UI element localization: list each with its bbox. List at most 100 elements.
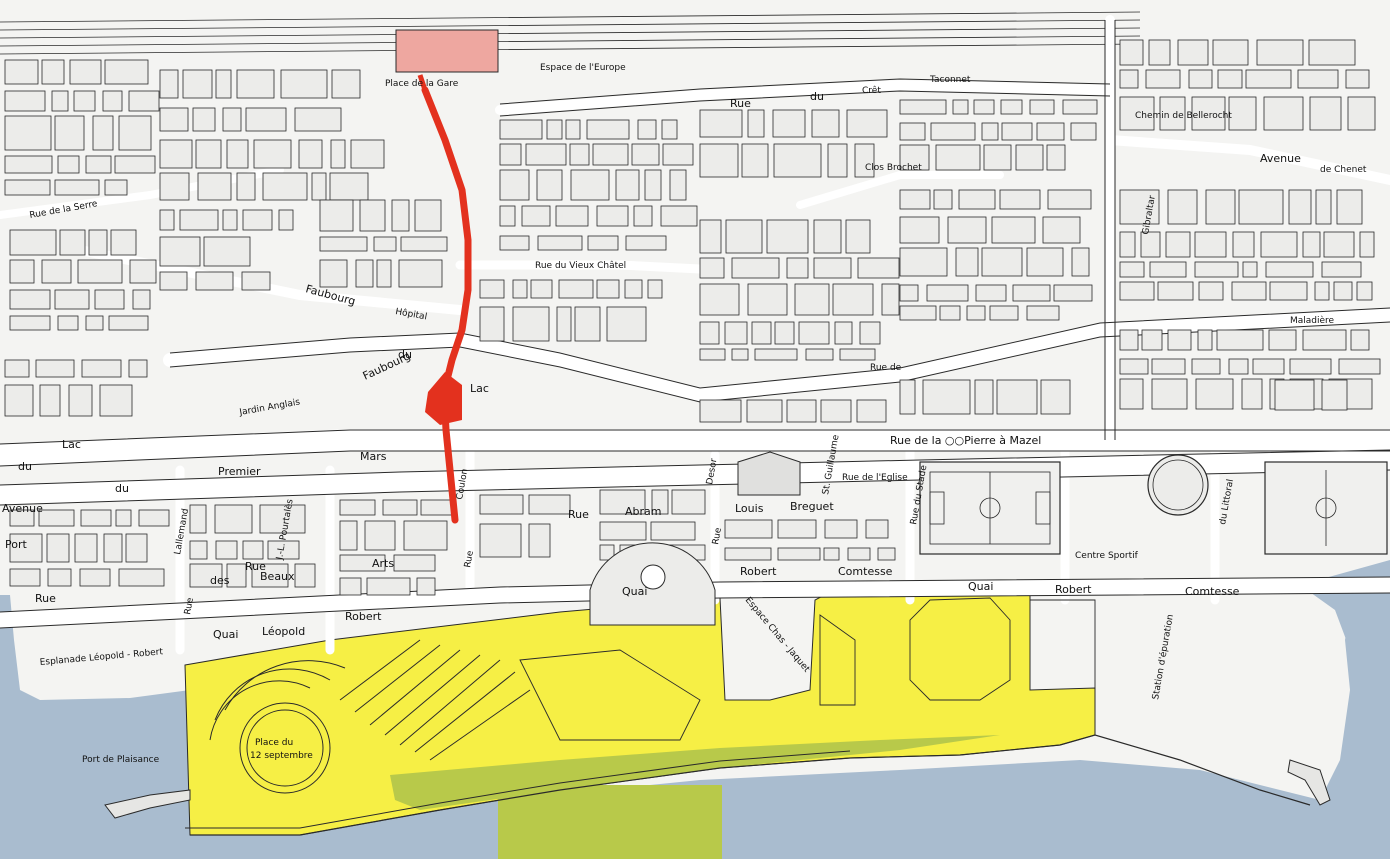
city-block <box>242 209 273 231</box>
city-block <box>647 279 663 299</box>
city-block <box>521 205 551 227</box>
city-block <box>669 169 687 201</box>
label-premier: Premier <box>218 465 261 478</box>
label-chemin-bellerocht: Chemin de Bellerocht <box>1135 111 1232 121</box>
city-block <box>631 143 660 166</box>
city-block <box>88 229 108 256</box>
label-robert-q: Robert <box>345 610 382 623</box>
city-block <box>182 69 213 99</box>
city-block <box>102 90 123 112</box>
city-block <box>834 321 853 345</box>
label-taconnet: Taconnet <box>929 75 971 85</box>
city-block <box>195 271 234 291</box>
city-block <box>215 69 232 99</box>
city-block <box>935 144 981 171</box>
city-block <box>267 540 300 560</box>
city-block <box>1269 281 1308 301</box>
city-block <box>1212 39 1249 66</box>
city-block <box>330 139 346 169</box>
city-block <box>1159 96 1186 131</box>
city-block <box>881 283 900 316</box>
city-block <box>899 247 948 277</box>
yellow-zone-details <box>519 597 1096 741</box>
city-block <box>1141 329 1163 351</box>
city-block <box>298 139 323 169</box>
label-quai-leopold: Quai <box>213 628 238 641</box>
city-block <box>1345 69 1370 89</box>
city-block <box>393 554 436 572</box>
railway-station <box>395 29 499 73</box>
city-block <box>51 90 69 112</box>
city-block <box>856 399 887 423</box>
city-block <box>311 172 327 201</box>
city-block <box>222 107 242 132</box>
city-block <box>203 236 251 267</box>
city-block <box>400 236 448 252</box>
city-block <box>615 169 640 201</box>
city-block <box>966 305 986 321</box>
city-block <box>741 143 769 178</box>
city-block <box>1198 281 1224 301</box>
city-block <box>1350 329 1370 351</box>
city-block <box>660 205 698 227</box>
city-block <box>9 289 51 310</box>
label-mars: Mars <box>360 450 387 463</box>
city-block <box>773 143 822 178</box>
green-zone-pier <box>498 785 722 859</box>
city-block <box>777 519 817 539</box>
city-block <box>574 306 601 342</box>
city-block <box>798 321 830 345</box>
city-block <box>637 119 657 140</box>
city-block <box>236 69 275 99</box>
city-block <box>1000 99 1023 115</box>
city-block <box>1323 231 1355 258</box>
city-block <box>416 577 436 596</box>
city-block <box>319 199 354 232</box>
city-block <box>899 284 919 302</box>
city-block <box>99 384 133 417</box>
city-block <box>92 115 114 151</box>
city-block <box>952 99 969 115</box>
city-block <box>530 279 553 299</box>
city-block <box>699 348 726 361</box>
label-du-crel: du <box>810 90 824 103</box>
city-block <box>1232 231 1255 258</box>
city-block <box>772 109 806 138</box>
city-block <box>1119 281 1155 301</box>
label-place-de-la-gare: Place de la Gare <box>385 79 459 89</box>
city-block <box>1302 329 1347 351</box>
city-blocks <box>4 39 1381 596</box>
label-rue-coulon: Rue <box>463 549 476 568</box>
city-block <box>1047 189 1092 210</box>
city-block <box>1242 261 1258 278</box>
city-block <box>983 144 1012 171</box>
city-block <box>192 107 216 132</box>
city-block <box>1274 379 1315 411</box>
city-block <box>59 229 86 256</box>
city-block <box>651 489 669 515</box>
city-block <box>1026 305 1060 321</box>
city-block <box>847 547 871 561</box>
city-block <box>955 247 979 277</box>
city-block <box>1071 247 1090 277</box>
city-block <box>1001 122 1033 141</box>
city-block <box>4 384 34 417</box>
red-route <box>421 86 472 524</box>
city-block <box>118 115 152 151</box>
city-block <box>1119 69 1139 89</box>
city-block <box>777 547 821 561</box>
city-block <box>662 143 694 166</box>
city-block <box>1191 358 1221 375</box>
city-block <box>1245 69 1292 89</box>
city-block <box>499 119 543 140</box>
city-block <box>1308 39 1356 66</box>
city-block <box>832 283 874 316</box>
city-block <box>57 155 80 174</box>
city-block <box>41 259 72 284</box>
city-block <box>319 259 348 288</box>
city-block <box>479 494 524 515</box>
city-block <box>933 189 953 210</box>
label-lac: Lac <box>470 382 489 395</box>
city-block <box>877 547 896 561</box>
city-block <box>9 533 43 563</box>
